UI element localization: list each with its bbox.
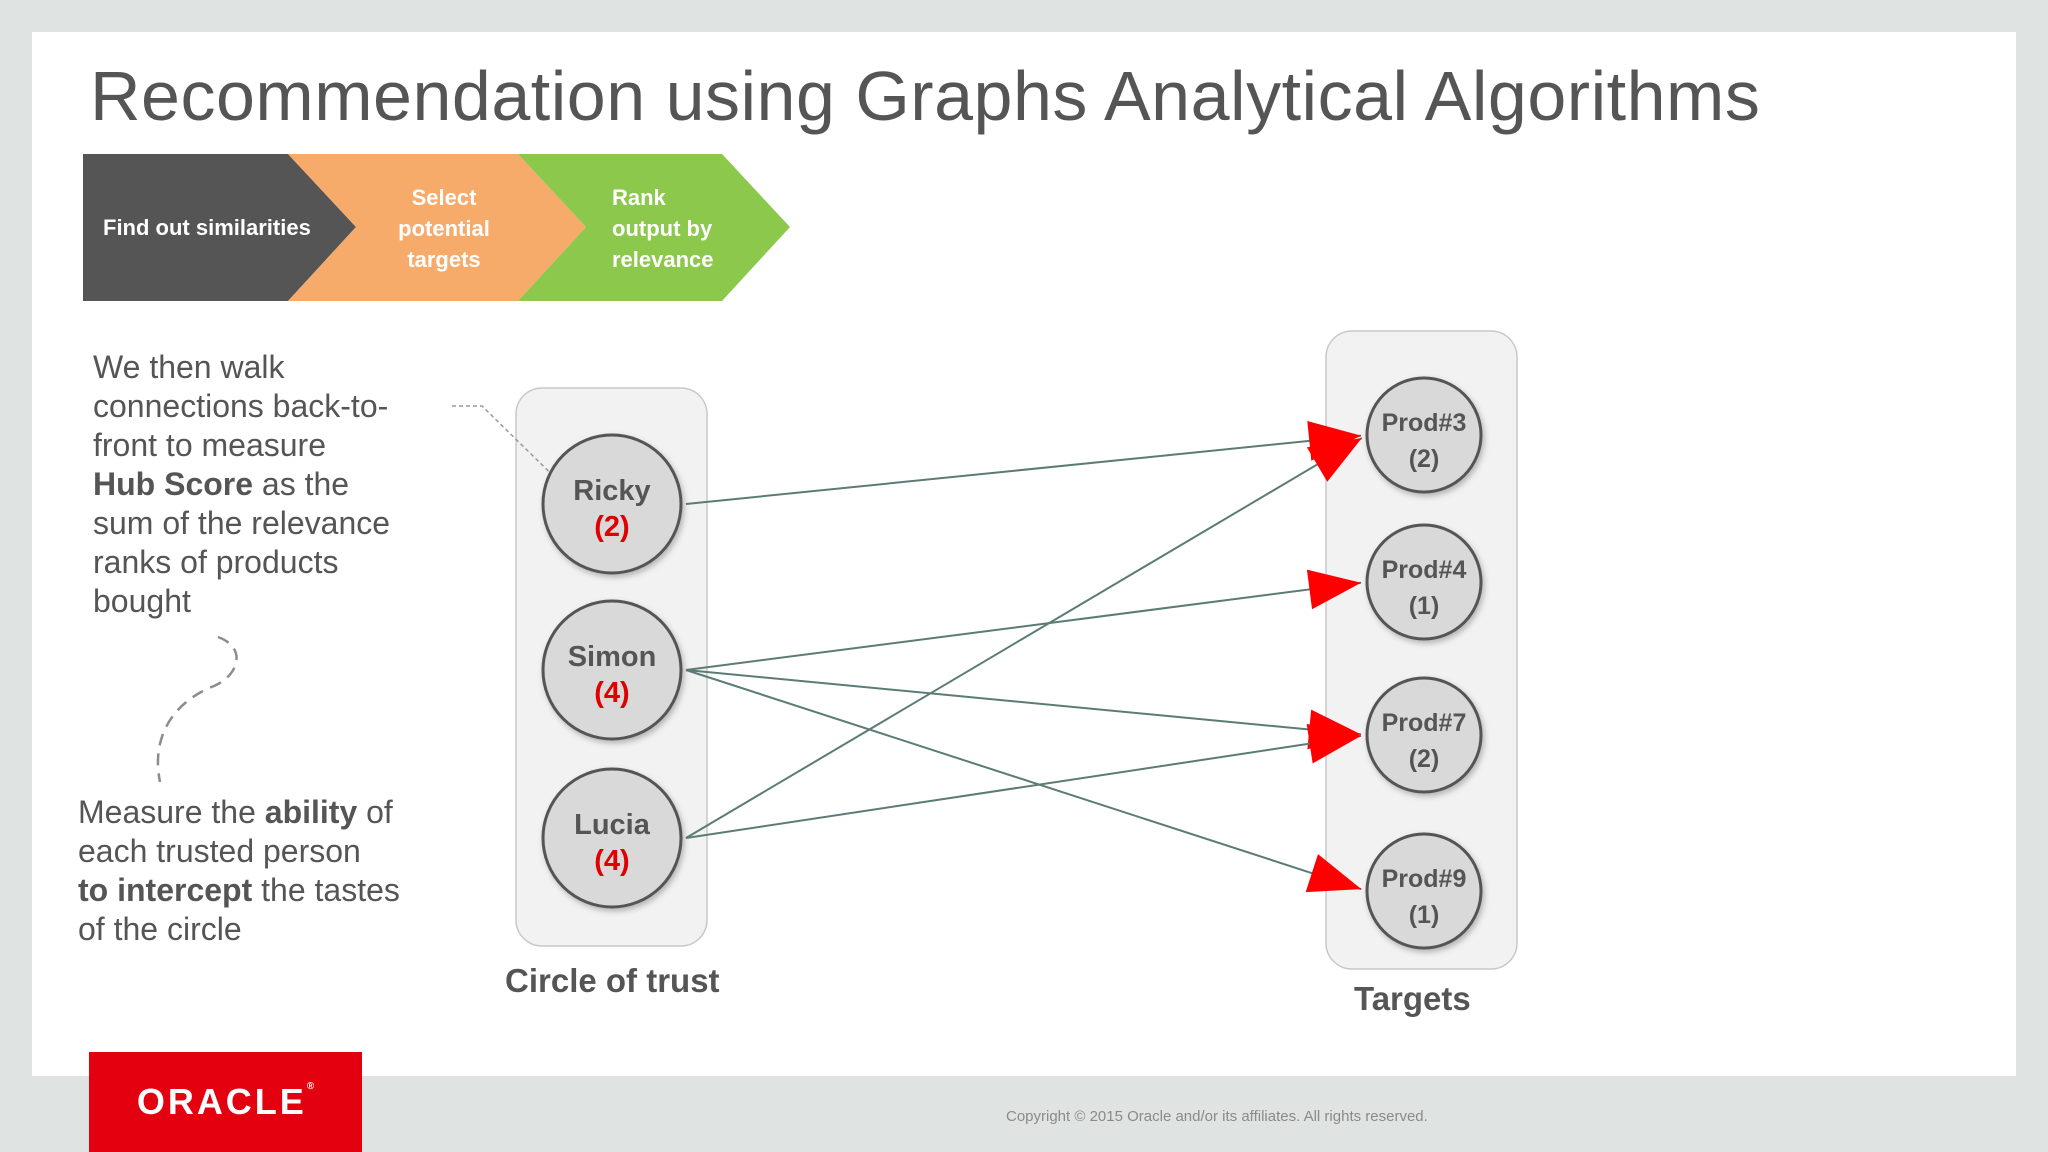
product-node-prod7: Prod#7 (2) [1365,676,1483,794]
paragraph-line: connections back-to- [93,387,390,426]
text-segment: of [357,794,393,830]
nodes-layer: Ricky (2) Simon (4) Lucia (4) Prod#3 (2) Prod#4 (… [541,376,1483,950]
text-segment: ranks of products [93,544,339,580]
step-2-line: Select [411,185,477,210]
node-circle [541,433,683,575]
node-score: (2) [1409,445,1440,473]
arrowhead [1306,569,1362,610]
circle-of-trust-label: Circle of trust [505,962,720,999]
node-circle [1365,676,1483,794]
paragraph-line: of the circle [78,910,400,949]
step-1-label: Find out similarities [103,212,311,243]
edge-lucia-to-prod3 [685,437,1363,839]
node-name: Prod#3 [1382,409,1467,437]
node-circle [541,599,683,741]
node-score: (2) [1409,745,1440,773]
paragraph-line: bought [93,582,390,621]
edge-ricky-to-prod3 [685,434,1362,505]
oracle-logo-text: ORACLE [136,1081,307,1122]
node-circle [1365,832,1483,950]
step-1-line: Find out similarities [103,215,311,240]
text-segment: the tastes [252,872,400,908]
text-segment: each trusted person [78,833,361,869]
paragraph-line: sum of the relevance [93,504,390,543]
person-node-ricky: Ricky (2) [541,433,683,575]
callout-leader-line [452,405,581,503]
text-segment: of the circle [78,911,242,947]
paragraph-line: to intercept the tastes [78,871,400,910]
node-circle [541,767,683,909]
text-segment: We then walk [93,349,285,385]
node-name: Simon [568,641,657,673]
paragraph-line: We then walk [93,348,390,387]
step-2-label: Select potential targets [348,182,540,275]
node-score: (4) [594,845,629,877]
node-score: (1) [1409,901,1440,929]
paragraph-line: each trusted person [78,832,400,871]
arrowhead [1306,438,1362,482]
arrowhead [1305,854,1362,893]
node-circle [1365,376,1483,494]
edges-layer [685,420,1363,893]
step-3-chevron [518,154,790,301]
person-node-lucia: Lucia (4) [541,767,683,909]
paragraph-line: ranks of products [93,543,390,582]
text-segment: bought [93,583,191,619]
step-2-line: targets [407,247,481,272]
product-node-prod4: Prod#4 (1) [1365,523,1483,641]
bold-text: to intercept [78,872,253,908]
node-name: Ricky [573,475,650,507]
registered-mark: ® [306,1081,315,1092]
text-segment: Measure the [78,794,265,830]
text-segment: sum of the relevance [93,505,391,541]
copyright-notice: Copyright © 2015 Oracle and/or its affil… [1006,1108,1428,1125]
targets-panel [1325,330,1518,970]
text-segment: front to measure [93,427,326,463]
arrowhead [1306,723,1362,764]
paragraph-line: Measure the ability of [78,793,400,832]
node-name: Prod#4 [1382,556,1467,584]
text-segment: connections back-to- [93,388,389,424]
step-3-line: output by [612,216,713,241]
node-score: (1) [1409,592,1440,620]
oracle-wordmark: ORACLE® [137,1081,314,1123]
edge-simon-to-prod4 [685,581,1362,671]
edge-simon-to-prod9 [685,669,1362,891]
node-name: Prod#7 [1382,709,1467,737]
dashed-curve-connector [156,635,238,783]
edge-simon-to-prod7 [685,669,1362,736]
step-2-chevron [288,154,586,301]
node-score: (2) [594,511,629,543]
step-2-line: potential [398,216,490,241]
product-node-prod9: Prod#9 (1) [1365,832,1483,950]
node-circle [1365,523,1483,641]
paragraph-line: Hub Score as the [93,465,390,504]
paragraph-line: front to measure [93,426,390,465]
oracle-logo: ORACLE® [89,1052,362,1152]
step-3-label: Rank output by relevance [612,182,714,275]
text-segment: as the [253,466,350,502]
bold-text: Hub Score [93,466,254,502]
product-node-prod3: Prod#3 (2) [1365,376,1483,494]
edge-lucia-to-prod7 [685,734,1362,839]
person-node-simon: Simon (4) [541,599,683,741]
targets-label: Targets [1354,980,1471,1017]
step-1-chevron [83,154,356,301]
step-3-line: Rank [612,185,666,210]
step-3-line: relevance [612,247,714,272]
node-score: (4) [594,677,629,709]
page-title: Recommendation using Graphs Analytical A… [90,57,1761,135]
node-name: Prod#9 [1382,865,1467,893]
node-name: Lucia [574,809,651,841]
bold-text: ability [264,794,358,830]
